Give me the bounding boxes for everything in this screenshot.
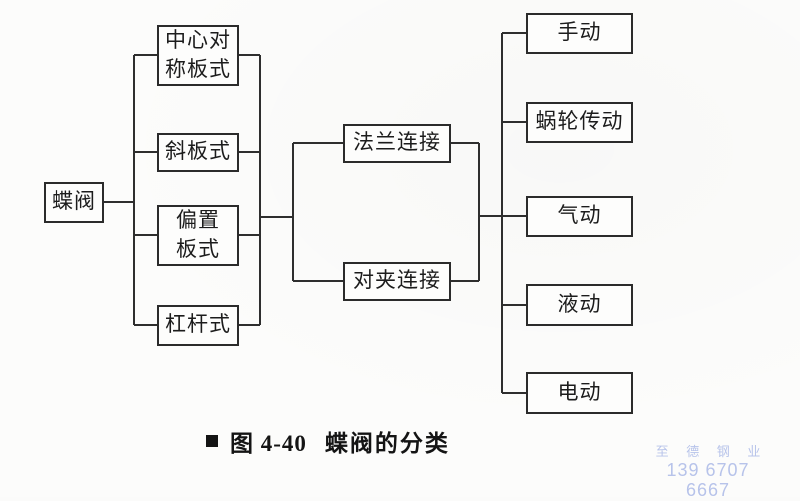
figure-caption: 图 4-40 蝶阀的分类 — [206, 424, 450, 458]
node-flange-connection: 法兰连接 — [343, 124, 451, 163]
collector2-line — [451, 142, 480, 282]
watermark-phone: 139 6707 6667 — [666, 459, 750, 501]
watermark: 至 德 钢 业 139 6707 6667 — [648, 444, 768, 501]
caption-figure-label: 图 4-40 — [230, 431, 307, 456]
caption-title: 蝶阀的分类 — [324, 431, 450, 456]
trunk3-line — [501, 32, 526, 394]
node-central-symmetric-plate: 中心对 称板式 — [157, 25, 239, 86]
node-manual: 手动 — [526, 13, 633, 54]
node-hydraulic: 液动 — [526, 284, 633, 326]
caption-bullet-icon — [206, 435, 218, 447]
node-worm-gear-drive: 蜗轮传动 — [526, 102, 633, 143]
node-inclined-plate: 斜板式 — [157, 133, 239, 172]
collector1-line — [239, 54, 261, 326]
trunk1-line — [133, 54, 157, 326]
watermark-company: 至 德 钢 业 — [655, 444, 768, 459]
node-offset-plate: 偏置 板式 — [157, 205, 239, 266]
node-wafer-connection: 对夹连接 — [343, 262, 451, 301]
node-pneumatic: 气动 — [526, 196, 633, 237]
trunk2-line — [292, 142, 343, 282]
node-lever-type: 杠杆式 — [157, 305, 239, 346]
node-electric: 电动 — [526, 372, 633, 414]
node-butterfly-valve: 蝶阀 — [44, 182, 104, 223]
